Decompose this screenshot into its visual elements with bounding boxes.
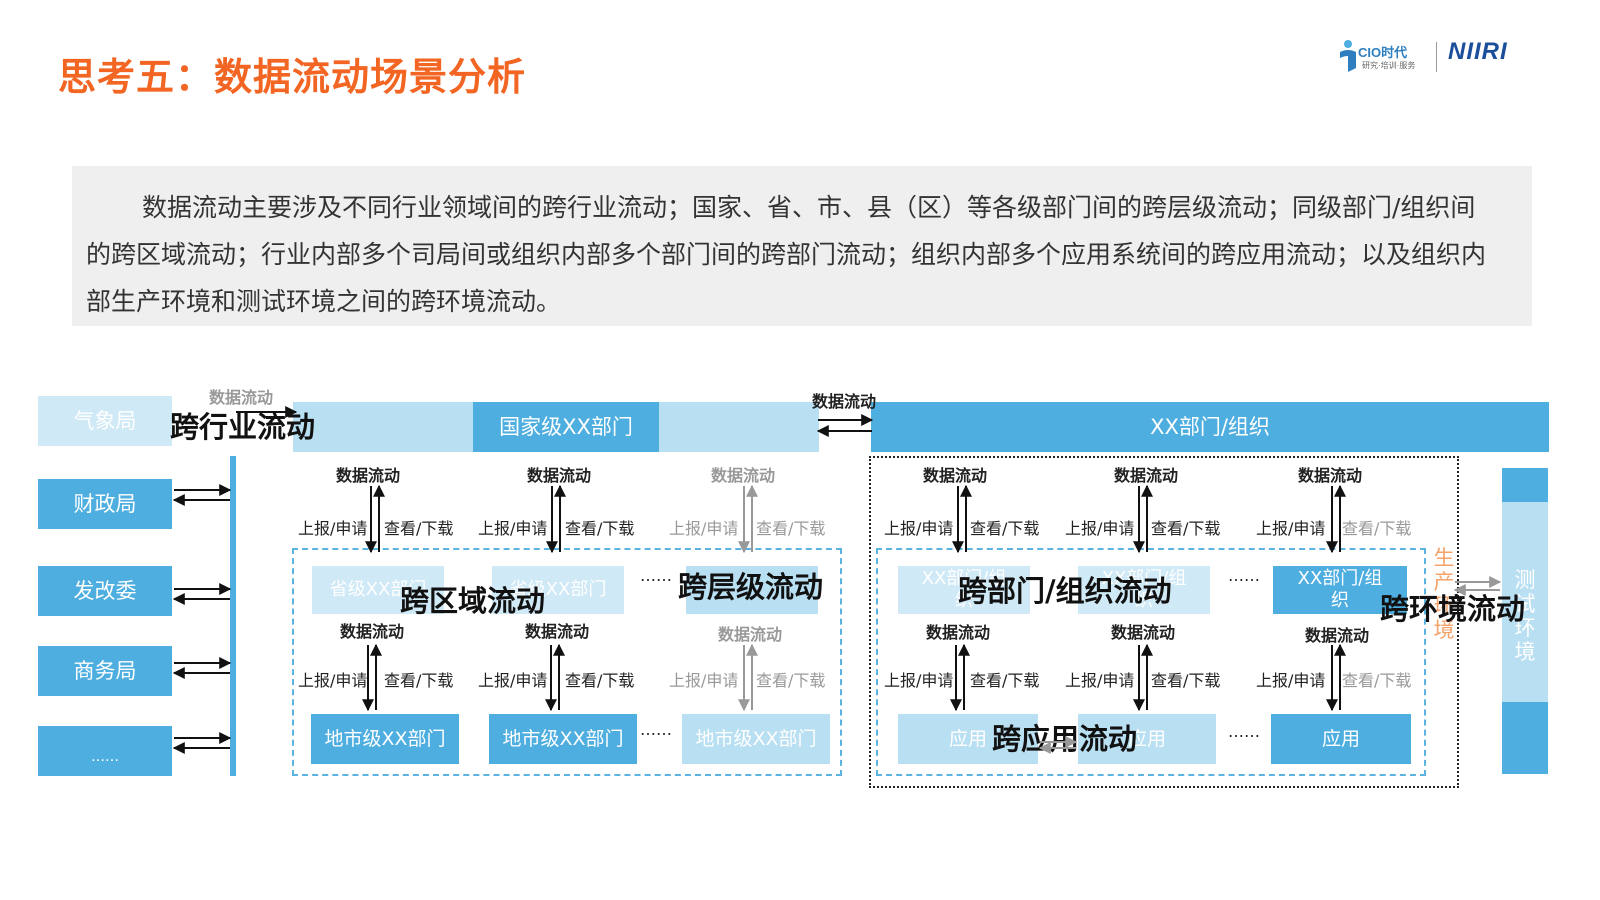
label-data-flow-n3: 数据流动 — [711, 466, 776, 485]
cio-logo-subtext: 研究·培训·服务 — [1362, 61, 1416, 70]
label-report-n1: 上报/申请 — [298, 519, 368, 538]
label-cross-app-flow: 跨应用流动 — [992, 722, 1138, 756]
vertical-arrows-grey — [738, 484, 758, 712]
ellipsis-dept: …… — [1228, 566, 1260, 585]
label-data-flow-p1: 数据流动 — [340, 622, 405, 641]
label-report-d2: 上报/申请 — [1065, 671, 1135, 690]
node-app-1: 应用 — [898, 714, 1038, 764]
label-cross-region-flow: 跨区域流动 — [400, 584, 546, 618]
node-city-3: 地市级XX部门 — [682, 714, 830, 764]
label-report-d1: 上报/申请 — [884, 671, 954, 690]
node-national: 国家级XX部门 — [473, 402, 659, 452]
label-report-o2: 上报/申请 — [1065, 519, 1135, 538]
label-test-env: 测试环境 — [1514, 568, 1536, 664]
node-commerce-bureau: 商务局 — [38, 646, 172, 696]
label-view-n2: 查看/下载 — [565, 519, 635, 538]
cio-logo-text: CIO时代 — [1358, 45, 1408, 60]
node-province-2: 省级XX部门 — [492, 566, 624, 614]
label-cross-level-flow: 跨层级流动 — [678, 570, 824, 604]
niiri-logo-text: NIIRI — [1448, 38, 1508, 65]
cross-dept-area — [869, 456, 1459, 788]
label-view-n1: 查看/下载 — [384, 519, 454, 538]
node-city-1: 地市级XX部门 — [311, 714, 459, 764]
ellipsis-app: …… — [1228, 722, 1260, 741]
label-view-d2: 查看/下载 — [1151, 671, 1221, 690]
intro-text: 数据流动主要涉及不同行业领域间的跨行业流动；国家、省、市、县（区）等各级部门间的… — [86, 193, 1487, 316]
label-report-p2: 上报/申请 — [478, 671, 548, 690]
label-data-flow-p2: 数据流动 — [525, 622, 590, 641]
test-env-bottom-block — [1502, 702, 1548, 774]
horizontal-arrows-inner — [1038, 576, 1502, 754]
label-report-o3: 上报/申请 — [1256, 519, 1326, 538]
label-data-flow-n1: 数据流动 — [336, 466, 401, 485]
niiri-logo: NIIRI — [1448, 38, 1508, 66]
industry-bus-line — [230, 456, 236, 776]
ellipsis-province: …… — [640, 566, 672, 585]
label-view-o1: 查看/下载 — [970, 519, 1040, 538]
test-env-top-block — [1502, 468, 1548, 502]
intro-panel: 数据流动主要涉及不同行业领域间的跨行业流动；国家、省、市、县（区）等各级部门间的… — [72, 166, 1532, 326]
label-report-n2: 上报/申请 — [478, 519, 548, 538]
node-weather-bureau: 气象局 — [38, 396, 172, 446]
prod-env-area — [876, 548, 1426, 776]
node-city-2: 地市级XX部门 — [489, 714, 637, 764]
cio-logo: CIO时代 研究·培训·服务 — [1336, 38, 1426, 74]
label-report-d3: 上报/申请 — [1256, 671, 1326, 690]
node-province-1: 省级XX部门 — [312, 566, 444, 614]
label-data-flow-d1: 数据流动 — [926, 623, 991, 642]
label-view-p3: 查看/下载 — [756, 671, 826, 690]
label-report-p1: 上报/申请 — [298, 671, 368, 690]
node-app-3: 应用 — [1271, 714, 1411, 764]
label-view-o2: 查看/下载 — [1151, 519, 1221, 538]
label-report-n3: 上报/申请 — [669, 519, 739, 538]
label-data-flow-n2: 数据流动 — [527, 466, 592, 485]
label-data-flow-org: 数据流动 — [812, 392, 877, 411]
label-prod-env: 生产环境 — [1433, 546, 1455, 642]
node-app-2: 应用 — [1078, 714, 1216, 764]
node-province-3 — [686, 566, 818, 614]
node-org: XX部门/组织 — [871, 402, 1549, 452]
logo-divider — [1436, 42, 1437, 72]
label-data-flow-o3: 数据流动 — [1298, 466, 1363, 485]
label-cross-env-flow: 跨环境流动 — [1380, 592, 1526, 626]
industry-arrows — [172, 406, 874, 754]
node-dept-3: XX部门/组织 — [1273, 566, 1407, 614]
cross-region-area — [292, 548, 842, 776]
label-data-flow-o1: 数据流动 — [923, 466, 988, 485]
label-cross-dept-flow: 跨部门/组织流动 — [958, 574, 1172, 608]
label-view-o3: 查看/下载 — [1342, 519, 1412, 538]
node-more: …… — [38, 726, 172, 776]
label-data-flow-industry: 数据流动 — [209, 388, 274, 407]
label-view-d1: 查看/下载 — [970, 671, 1040, 690]
label-data-flow-p3: 数据流动 — [718, 625, 783, 644]
label-view-p2: 查看/下载 — [565, 671, 635, 690]
label-view-d3: 查看/下载 — [1342, 671, 1412, 690]
label-view-p1: 查看/下载 — [384, 671, 454, 690]
node-dept-1: XX部门/组织 — [898, 566, 1030, 614]
page-title: 思考五：数据流动场景分析 — [58, 55, 527, 99]
label-data-flow-o2: 数据流动 — [1114, 466, 1179, 485]
label-data-flow-d3: 数据流动 — [1305, 626, 1370, 645]
label-data-flow-d2: 数据流动 — [1111, 623, 1176, 642]
vertical-arrows-black — [362, 484, 1346, 712]
node-finance-bureau: 财政局 — [38, 479, 172, 529]
node-dept-2: XX部门/组织 — [1078, 566, 1210, 614]
label-report-o1: 上报/申请 — [884, 519, 954, 538]
node-development-commission: 发改委 — [38, 566, 172, 616]
ellipsis-city: …… — [640, 720, 672, 739]
cio-logo-mark-icon — [1340, 40, 1356, 72]
label-report-p3: 上报/申请 — [669, 671, 739, 690]
label-view-n3: 查看/下载 — [756, 519, 826, 538]
